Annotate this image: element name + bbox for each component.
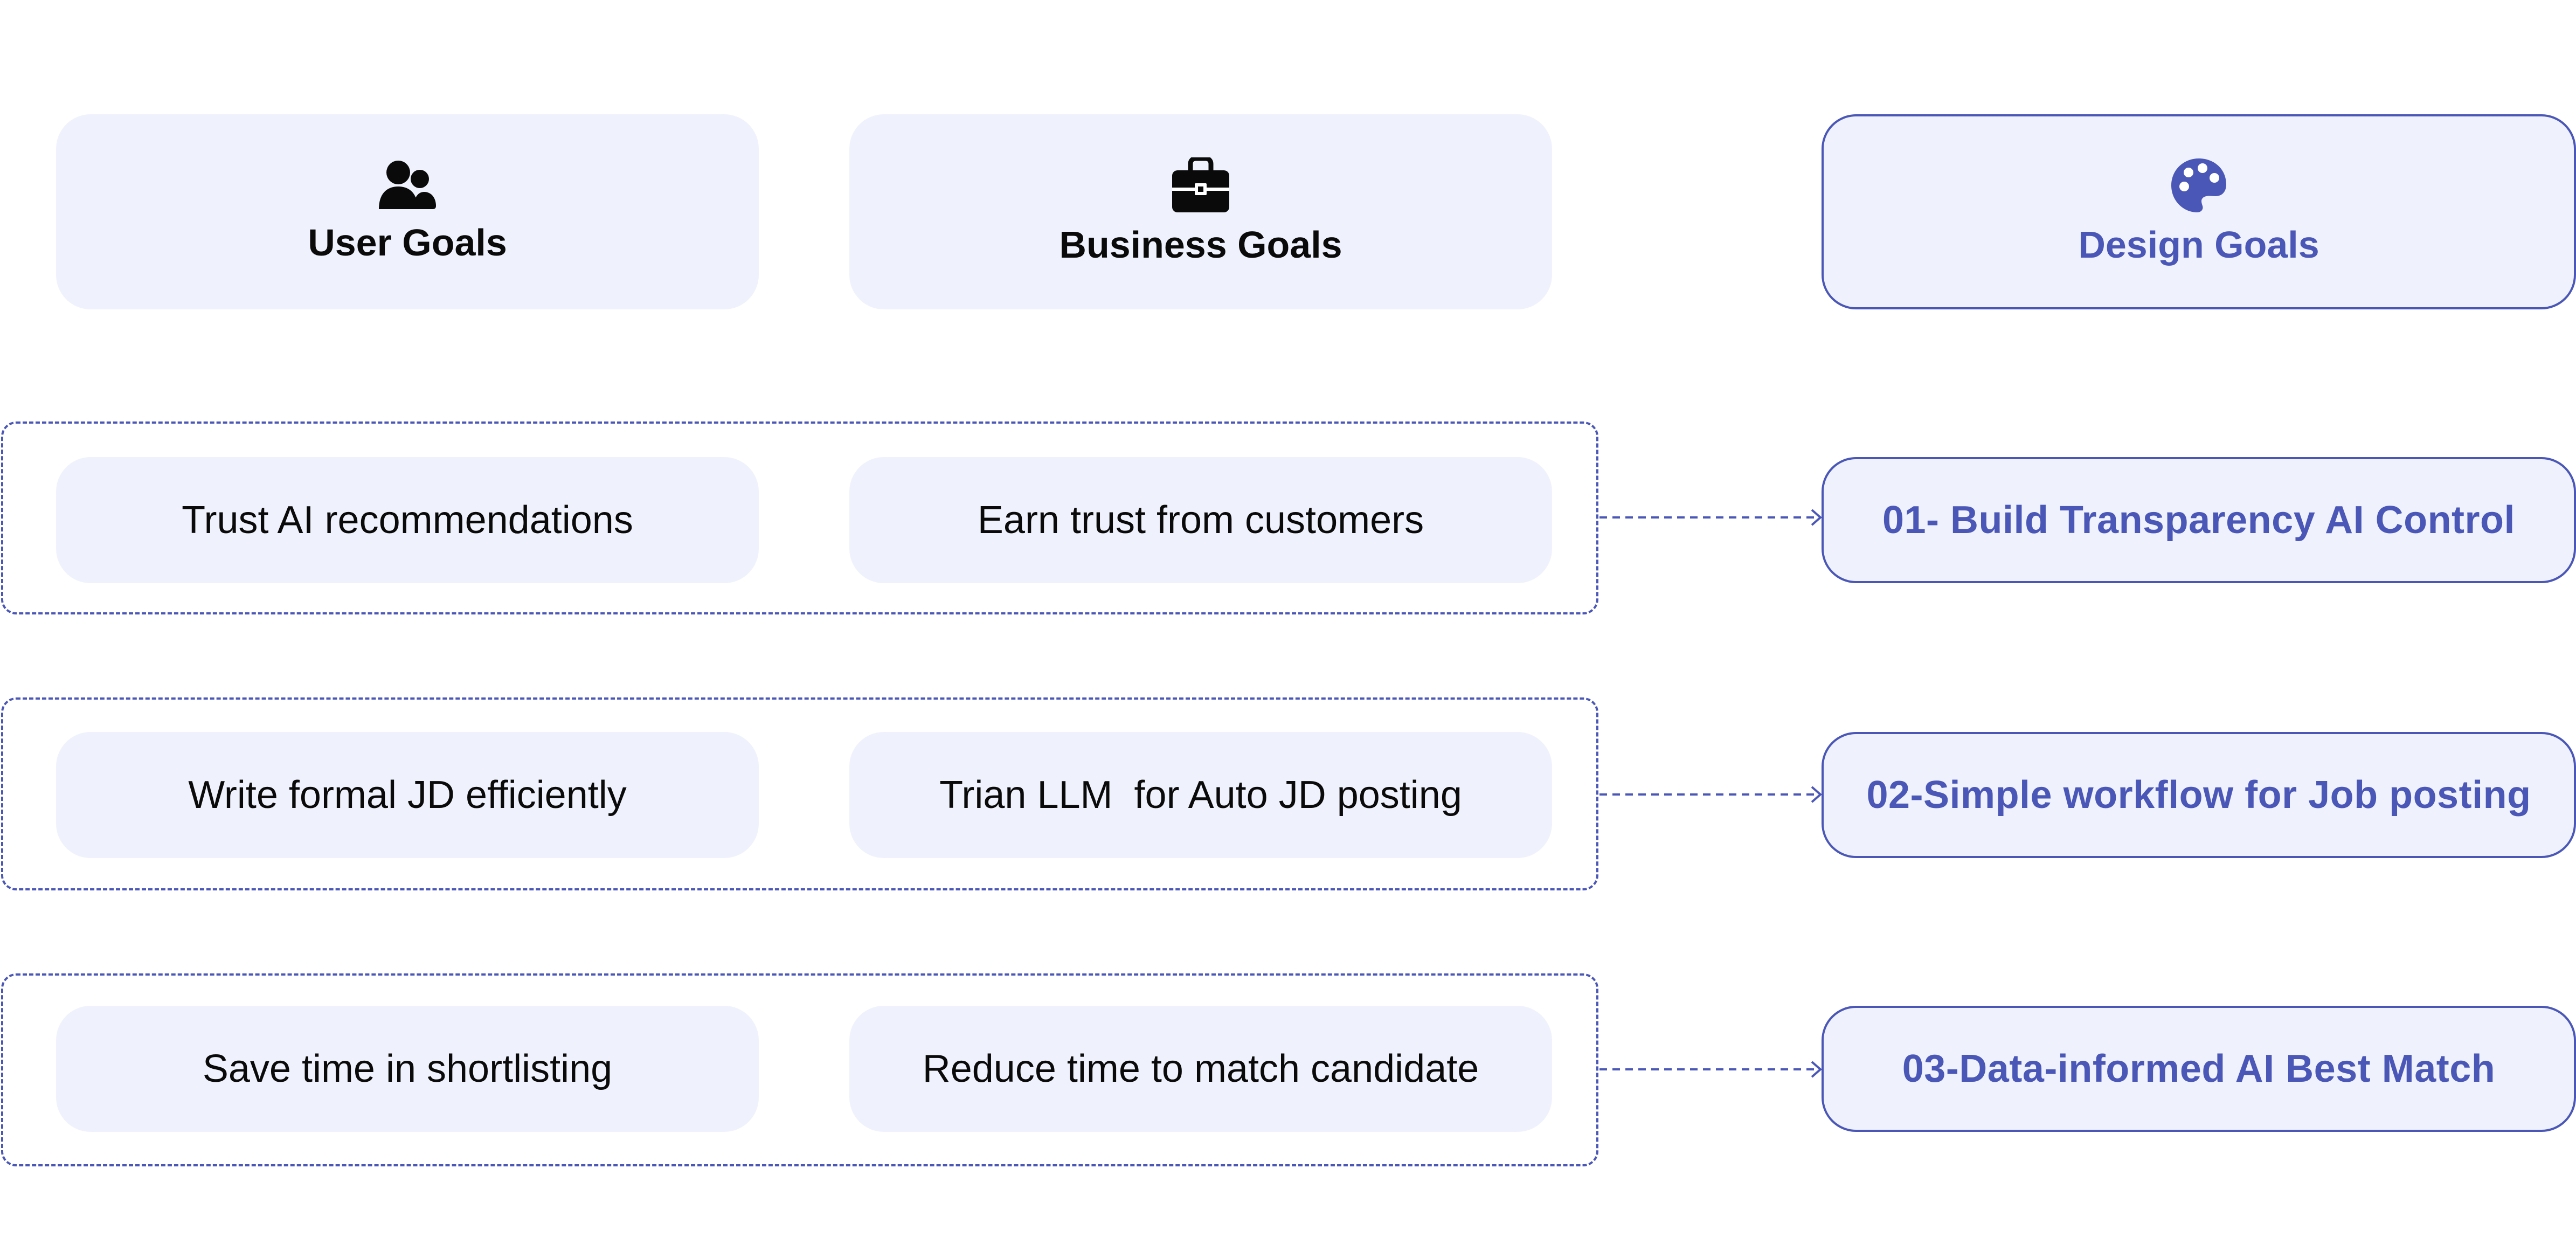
connector-arrow-2 bbox=[1599, 786, 1823, 803]
design-goal-card: 01- Build Transparency AI Control bbox=[1822, 457, 2576, 583]
user-goal-card: Trust AI recommendations bbox=[56, 457, 759, 583]
user-goals-header: User Goals bbox=[56, 114, 759, 309]
design-goal-text: 03-Data-informed AI Best Match bbox=[1902, 1047, 2496, 1090]
business-goals-title: Business Goals bbox=[1059, 224, 1342, 266]
user-goal-card: Write formal JD efficiently bbox=[56, 732, 759, 858]
business-goal-text: Earn trust from customers bbox=[977, 499, 1424, 542]
user-goals-title: User Goals bbox=[308, 222, 507, 264]
connector-arrow-1 bbox=[1599, 509, 1823, 526]
design-goals-header: Design Goals bbox=[1822, 114, 2576, 309]
briefcase-icon bbox=[1171, 157, 1230, 213]
design-goal-text: 01- Build Transparency AI Control bbox=[1882, 499, 2516, 542]
user-goal-text: Save time in shortlisting bbox=[202, 1047, 613, 1090]
palette-icon bbox=[2170, 157, 2227, 213]
goal-group-1 bbox=[1, 421, 1598, 614]
goal-group-3 bbox=[1, 973, 1598, 1166]
users-icon bbox=[378, 160, 437, 211]
design-goal-text: 02-Simple workflow for Job posting bbox=[1866, 773, 2531, 817]
user-goal-card: Save time in shortlisting bbox=[56, 1006, 759, 1132]
business-goals-header: Business Goals bbox=[849, 114, 1552, 309]
user-goal-text: Trust AI recommendations bbox=[182, 499, 633, 542]
business-goal-card: Trian LLM for Auto JD posting bbox=[849, 732, 1552, 858]
business-goal-text: Reduce time to match candidate bbox=[922, 1047, 1479, 1090]
goal-group-2 bbox=[1, 697, 1598, 890]
connector-arrow-3 bbox=[1599, 1061, 1823, 1078]
user-goal-text: Write formal JD efficiently bbox=[188, 773, 627, 817]
business-goal-card: Earn trust from customers bbox=[849, 457, 1552, 583]
design-goal-card: 03-Data-informed AI Best Match bbox=[1822, 1006, 2576, 1132]
business-goal-text: Trian LLM for Auto JD posting bbox=[939, 773, 1462, 817]
design-goals-title: Design Goals bbox=[2078, 224, 2319, 266]
design-goal-card: 02-Simple workflow for Job posting bbox=[1822, 732, 2576, 858]
business-goal-card: Reduce time to match candidate bbox=[849, 1006, 1552, 1132]
